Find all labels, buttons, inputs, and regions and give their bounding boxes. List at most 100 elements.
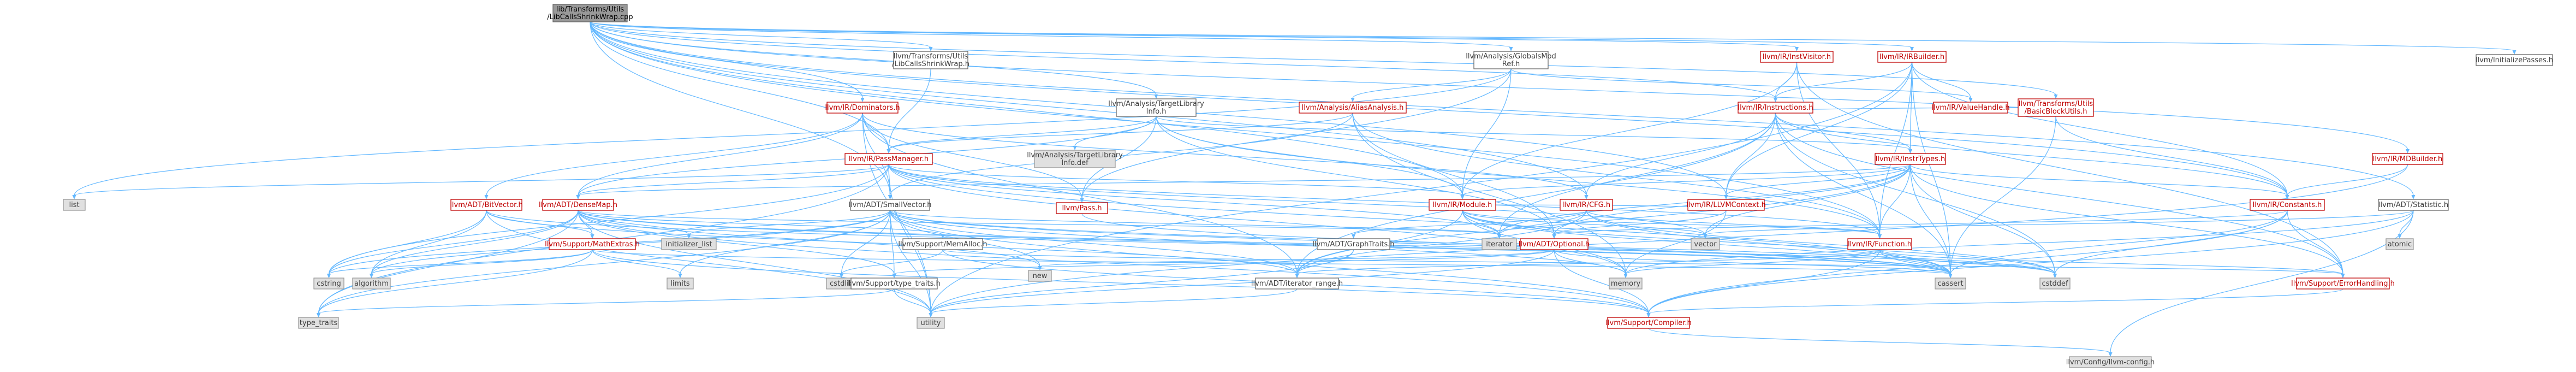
edge-root-to-statistic xyxy=(590,21,2416,199)
node-box xyxy=(2250,199,2325,211)
node-constants[interactable]: llvm/IR/Constants.h xyxy=(2250,199,2325,211)
edge-instructions-to-cfg xyxy=(1584,113,1776,199)
node-label: llvm/Transforms/Utils xyxy=(2019,100,2093,108)
node-box xyxy=(1691,238,1720,250)
edge-irbuilder-to-function xyxy=(1878,62,1913,239)
edge-instrtypes-to-llvmcontext xyxy=(1724,164,1911,199)
edge-passmanager-to-list xyxy=(72,164,889,199)
node-label: llvm/Analysis/AliasAnalysis.h xyxy=(1302,104,1404,112)
node-box xyxy=(1429,199,1496,211)
edge-function-to-cassert xyxy=(1879,249,1953,278)
node-memory: memory xyxy=(1609,277,1643,290)
node-function[interactable]: llvm/IR/Function.h xyxy=(1847,238,1912,250)
node-label: llvm/ADT/SmallVector.h xyxy=(849,201,932,209)
node-label: vector xyxy=(1694,240,1717,249)
node-graphtraits: llvm/ADT/GraphTraits.h xyxy=(1312,238,1395,250)
node-label: algorithm xyxy=(354,280,389,288)
edge-passmanager-to-module xyxy=(888,164,1465,199)
node-box xyxy=(1687,199,1765,211)
node-passmanager[interactable]: llvm/IR/PassManager.h xyxy=(844,153,933,165)
edge-irbuilder-to-constants xyxy=(1911,62,2289,199)
edge-instvisitor-to-instructions xyxy=(1774,62,1798,102)
node-label: utility xyxy=(921,319,941,327)
node-mdbuilder[interactable]: llvm/IR/MDBuilder.h xyxy=(2372,153,2443,165)
node-box xyxy=(850,199,930,211)
edge-bitvector-to-mathextras xyxy=(486,210,594,239)
edge-smallvector-to-utility xyxy=(889,210,933,317)
edge-optional-to-cassert xyxy=(1554,249,1953,278)
node-box xyxy=(1482,238,1517,250)
node-label: llvm/Support/MemAlloc.h xyxy=(898,240,987,249)
node-label: llvm/Pass.h xyxy=(1062,204,1102,212)
node-label: llvm/Support/MathExtras.h xyxy=(545,240,640,249)
node-label: list xyxy=(69,201,79,209)
node-label: llvm/IR/Function.h xyxy=(1848,240,1912,249)
edge-optional-to-utility xyxy=(929,249,1555,317)
edge-instructions-to-cstddef xyxy=(1775,113,2057,278)
node-box xyxy=(1738,102,1813,114)
node-box xyxy=(352,277,391,290)
edge-root-to-globalsmodref xyxy=(590,21,1513,51)
edge-smallvector-to-type_traits xyxy=(317,210,891,317)
node-basicblockutils[interactable]: llvm/Transforms/Utils/BasicBlockUtils.h xyxy=(2018,98,2094,117)
node-box xyxy=(1520,238,1589,250)
node-instrtypes[interactable]: llvm/IR/InstrTypes.h xyxy=(1875,153,1946,165)
node-box xyxy=(1847,238,1912,250)
node-valuehandle[interactable]: llvm/IR/ValueHandle.h xyxy=(1931,102,2010,114)
node-iterator: iterator xyxy=(1482,238,1517,250)
node-label: /LibCallsShrinkWrap.cpp xyxy=(547,13,633,21)
node-bitvector[interactable]: llvm/ADT/BitVector.h xyxy=(450,199,523,211)
edge-root-to-passmanager xyxy=(590,21,891,153)
edge-cfg-to-graphtraits xyxy=(1352,210,1587,239)
node-optional[interactable]: llvm/ADT/Optional.h xyxy=(1519,238,1590,250)
node-box xyxy=(2069,356,2152,368)
edge-compiler-to-config xyxy=(1648,328,2113,357)
node-irbuilder[interactable]: llvm/IR/IRBuilder.h xyxy=(1877,51,1947,63)
node-box xyxy=(1317,238,1390,250)
node-initpasses: llvm/InitializePasses.h xyxy=(2476,54,2553,66)
node-llvmcontext[interactable]: llvm/IR/LLVMContext.h xyxy=(1686,199,1766,211)
edge-type_traits_h-to-type_traits xyxy=(317,288,895,317)
node-label: llvm/IR/CFG.h xyxy=(1562,201,1610,209)
node-cfg[interactable]: llvm/IR/CFG.h xyxy=(1560,199,1613,211)
node-aliasanalysis[interactable]: llvm/Analysis/AliasAnalysis.h xyxy=(1299,102,1407,114)
edge-type_traits_h-to-utility xyxy=(894,288,933,317)
node-label: llvm/Support/type_traits.h xyxy=(848,280,941,288)
edge-globalsmodref-to-list xyxy=(72,68,1512,199)
node-label: llvm/Transforms/Utils xyxy=(894,52,968,61)
node-instvisitor[interactable]: llvm/IR/InstVisitor.h xyxy=(1760,51,1834,63)
node-instructions[interactable]: llvm/IR/Instructions.h xyxy=(1738,102,1813,114)
edge-function-to-errorhandling xyxy=(1879,249,2345,278)
node-memalloc: llvm/Support/MemAlloc.h xyxy=(898,238,987,250)
node-label: llvm/ADT/Statistic.h xyxy=(2378,201,2448,209)
node-mathextras[interactable]: llvm/Support/MathExtras.h xyxy=(545,238,640,250)
edge-instrtypes-to-constants xyxy=(1909,164,2289,199)
edge-layer xyxy=(72,21,2516,357)
node-box xyxy=(1028,270,1052,282)
edge-function-to-cstddef xyxy=(1879,249,2057,278)
node-compiler[interactable]: llvm/Support/Compiler.h xyxy=(1605,317,1692,329)
node-box xyxy=(893,51,968,69)
node-box xyxy=(1560,199,1613,211)
node-box xyxy=(1255,277,1339,290)
node-root[interactable]: lib/Transforms/Utils/LibCallsShrinkWrap.… xyxy=(547,4,633,22)
node-label: llvm/IR/IRBuilder.h xyxy=(1879,53,1944,61)
node-module[interactable]: llvm/IR/Module.h xyxy=(1429,199,1496,211)
edge-root-to-dominators xyxy=(590,21,865,102)
edge-dominators-to-densemap xyxy=(576,113,863,199)
node-box xyxy=(2476,54,2553,66)
node-pass[interactable]: llvm/Pass.h xyxy=(1056,202,1108,214)
node-dominators[interactable]: llvm/IR/Dominators.h xyxy=(825,102,900,114)
node-box xyxy=(667,277,694,290)
node-errorhandling[interactable]: llvm/Support/ErrorHandling.h xyxy=(2291,277,2395,290)
node-label: llvm/IR/Instructions.h xyxy=(1738,104,1813,112)
node-box xyxy=(1875,153,1946,165)
edge-statistic-to-atomic xyxy=(2397,210,2414,239)
node-densemap[interactable]: llvm/ADT/DenseMap.h xyxy=(539,199,617,211)
node-box xyxy=(902,238,983,250)
node-box xyxy=(313,277,344,290)
node-box xyxy=(844,153,933,165)
edge-mathextras-to-algorithm xyxy=(370,249,593,278)
node-cstring: cstring xyxy=(313,277,344,290)
